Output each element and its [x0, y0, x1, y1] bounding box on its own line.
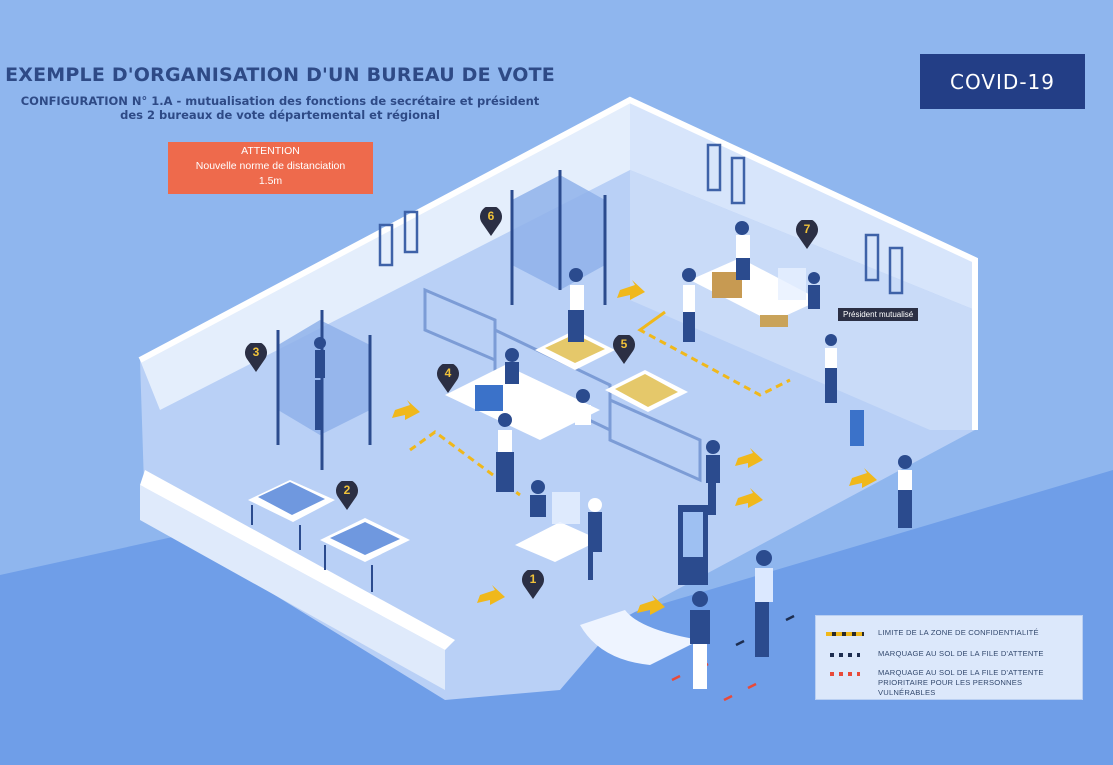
marker-pin-icon [245, 343, 267, 372]
legend-label: MARQUAGE AU SOL DE LA FILE D'ATTENTE [878, 649, 1044, 658]
marker-number: 3 [252, 345, 260, 359]
entrance-steps [580, 610, 700, 665]
front-low-wall [140, 485, 445, 690]
table-5b [605, 370, 688, 412]
marker-number: 1 [529, 572, 537, 586]
legend-item-queue: MARQUAGE AU SOL DE LA FILE D'ATTENTE [826, 649, 1076, 659]
marker-1: 1 [521, 570, 545, 600]
window-back [706, 143, 746, 205]
marker-number: 2 [343, 483, 351, 497]
marker-pin-icon [480, 207, 502, 236]
president-label: Président mutualisé [838, 308, 919, 321]
marker-number: 4 [444, 366, 452, 380]
people [314, 221, 912, 689]
marker-number: 7 [803, 222, 811, 236]
legend-label-line-1: MARQUAGE AU SOL DE LA FILE D'ATTENTE [878, 668, 1044, 677]
legend-item-confidentiality: LIMITE DE LA ZONE DE CONFIDENTIALITÉ [826, 628, 1076, 638]
attention-line-2: 1.5m [258, 175, 283, 187]
marker-6: 6 [479, 207, 503, 237]
confidentiality-limit [409, 310, 791, 497]
marker-number: 5 [620, 337, 628, 351]
covid-badge: COVID-19 [920, 54, 1085, 109]
legend: LIMITE DE LA ZONE DE CONFIDENTIALITÉ MAR… [815, 615, 1083, 700]
table-5a [535, 330, 615, 370]
legend-swatch [830, 653, 860, 657]
table-1 [515, 492, 600, 562]
attention-line-1: Nouvelle norme de distanciation [195, 160, 346, 172]
marker-pin-icon [437, 364, 459, 393]
legend-label-line-2: PRIORITAIRE POUR LES PERSONNES VULNÉRABL… [878, 678, 1023, 697]
marker-3: 3 [244, 343, 268, 373]
marker-4: 4 [436, 364, 460, 394]
subtitle-line-2: des 2 bureaux de vote départemental et r… [120, 108, 440, 122]
table-2b [320, 518, 410, 592]
marker-pin-icon [522, 570, 544, 599]
attention-heading: ATTENTION [241, 145, 300, 157]
wall-top-edge [138, 96, 978, 430]
legend-swatch [826, 632, 864, 636]
legend-swatch [830, 672, 860, 676]
marker-pin-icon [613, 335, 635, 364]
subtitle-line-1: CONFIGURATION N° 1.A - mutualisation des… [20, 94, 540, 108]
table-7 [690, 258, 820, 327]
legend-label: MARQUAGE AU SOL DE LA FILE D'ATTENTE PRI… [878, 668, 1076, 698]
marker-pin-icon [796, 220, 818, 249]
poster-subtitle: CONFIGURATION N° 1.A - mutualisation des… [0, 94, 560, 122]
info-kiosk [678, 505, 708, 585]
direction-arrows [392, 280, 877, 615]
marker-7: 7 [795, 220, 819, 250]
front-wall-top [140, 470, 455, 650]
marker-5: 5 [612, 335, 636, 365]
marker-2: 2 [335, 481, 359, 511]
back-left-wall [140, 100, 630, 410]
legend-label: LIMITE DE LA ZONE DE CONFIDENTIALITÉ [878, 628, 1039, 637]
marker-pin-icon [336, 481, 358, 510]
table-4 [445, 365, 600, 440]
window-left [378, 210, 419, 267]
table-2a [248, 480, 335, 550]
legend-item-priority-queue: MARQUAGE AU SOL DE LA FILE D'ATTENTE PRI… [826, 668, 1076, 698]
poster-title: EXEMPLE D'ORGANISATION D'UN BUREAU DE VO… [5, 64, 555, 86]
voting-booth-6 [510, 170, 607, 305]
marker-number: 6 [487, 209, 495, 223]
attention-notice: ATTENTION Nouvelle norme de distanciatio… [168, 142, 373, 194]
window-right [864, 233, 904, 295]
gel-dispenser [850, 410, 864, 446]
